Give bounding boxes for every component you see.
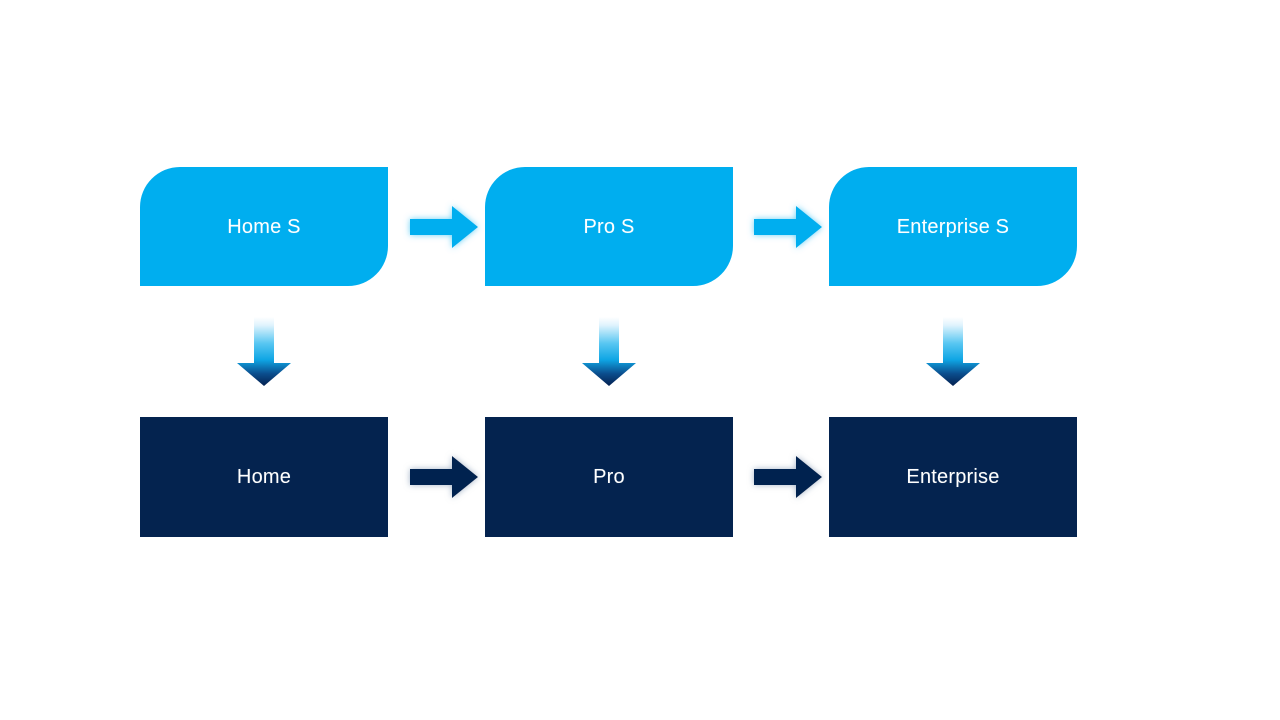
node-pro-label: Pro [593,466,625,488]
node-home-s-label: Home S [227,215,301,238]
arrow-down-icon [582,317,636,386]
connector-pro-s-to-enterprise-s [752,203,824,251]
connector-enterprise-s-to-enterprise [924,317,982,387]
connector-home-s-to-home [235,317,293,387]
arrow-down-icon [237,317,291,386]
node-home-s[interactable]: Home S [140,167,388,286]
connector-pro-to-enterprise [752,453,824,501]
node-pro[interactable]: Pro [485,417,733,537]
node-home[interactable]: Home [140,417,388,537]
arrow-right-icon [410,456,478,498]
arrow-right-icon [754,206,822,248]
arrow-down-icon [926,317,980,386]
connector-home-to-pro [408,453,480,501]
node-pro-s[interactable]: Pro S [485,167,733,286]
connector-home-s-to-pro-s [408,203,480,251]
arrow-right-icon [754,456,822,498]
node-enterprise-s-label: Enterprise S [896,215,1010,238]
arrow-right-icon [410,206,478,248]
node-pro-s-label: Pro S [583,215,635,238]
node-home-label: Home [236,466,292,488]
connector-pro-s-to-pro [580,317,638,387]
node-enterprise[interactable]: Enterprise [829,417,1077,537]
node-enterprise-label: Enterprise [906,466,1000,488]
node-enterprise-s[interactable]: Enterprise S [829,167,1077,286]
